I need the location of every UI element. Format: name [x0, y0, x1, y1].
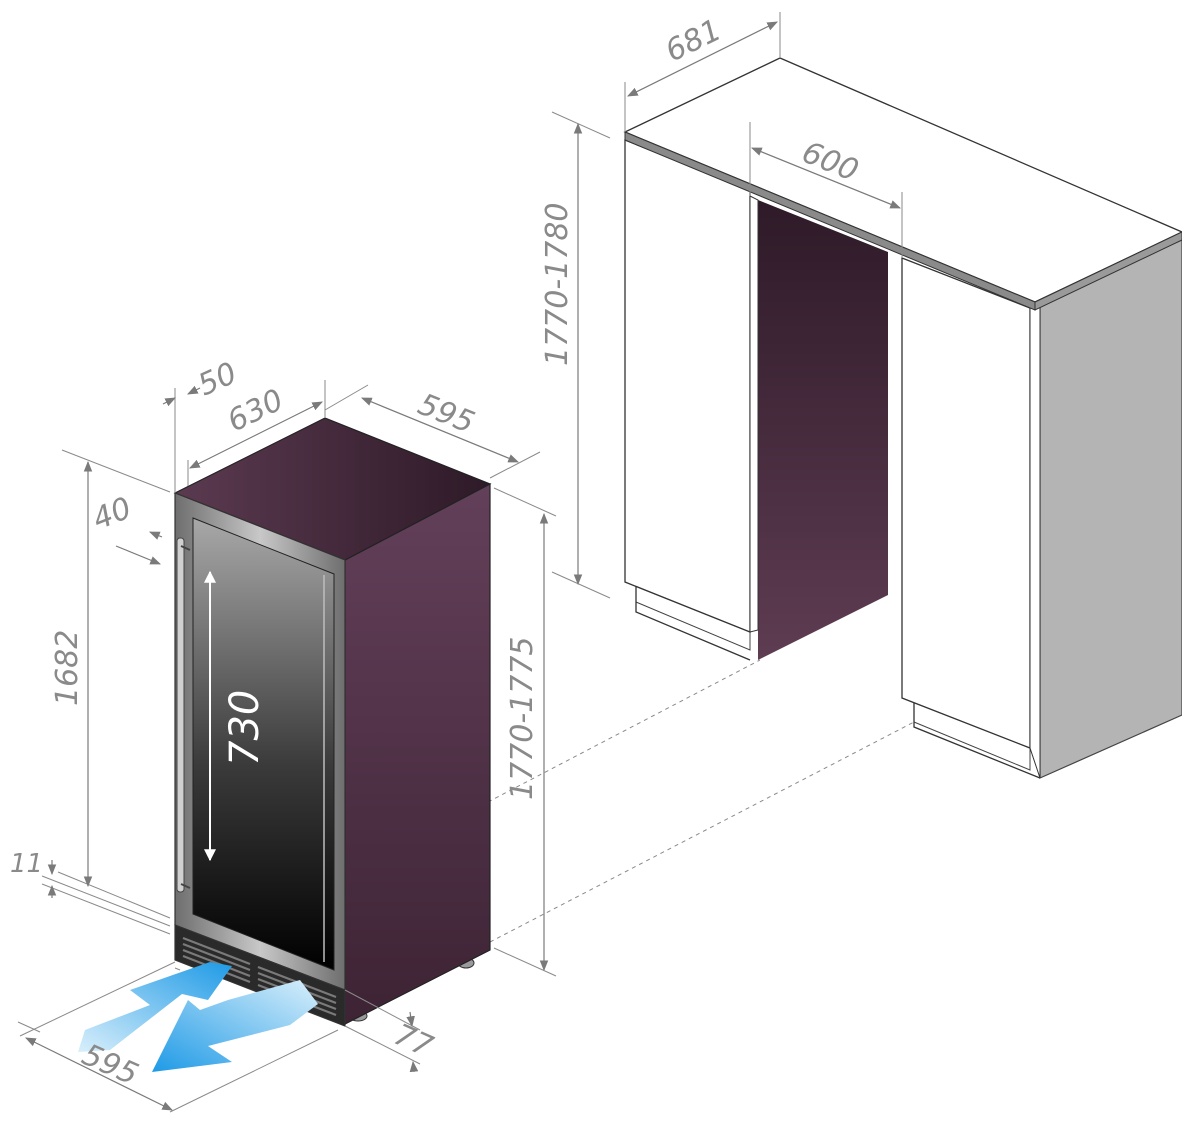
door-handle-mount [180, 883, 191, 889]
countertop-side-edge [1034, 231, 1182, 311]
cabinet-right-side-strip [1029, 303, 1041, 779]
label-77: 77 [389, 1017, 438, 1065]
cabinet-right-body [901, 257, 1031, 749]
dim-unit-height-total: 1770-1775 [493, 487, 557, 977]
dim-foot-height: 11 [10, 849, 171, 935]
cabinet-side-panel [1039, 239, 1182, 779]
niche-back-wall [758, 200, 888, 660]
label-1770-1780: 1770-1780 [540, 202, 575, 366]
airflow-intake-arrow [78, 962, 232, 1052]
label-50: 50 [193, 356, 242, 404]
door-handle [176, 537, 185, 893]
cabinet-left-side-strip [749, 195, 759, 633]
label-11: 11 [10, 849, 43, 879]
label-40: 40 [88, 491, 137, 538]
airflow-exhaust-arrow [152, 980, 318, 1072]
label-681: 681 [660, 13, 727, 70]
dim-unit-height-body: 1682 [50, 449, 171, 919]
door-handle-mount [180, 545, 191, 551]
floor-guide-line [487, 659, 761, 803]
label-595-bottom: 595 [77, 1037, 144, 1092]
dim-door-opening: 730 [204, 570, 268, 862]
dim-handle-gap: 40 [88, 491, 163, 565]
label-595-top: 595 [413, 387, 479, 441]
dim-niche-height: 1770-1780 [540, 111, 611, 599]
door-glass [192, 517, 335, 971]
label-1682: 1682 [50, 630, 85, 706]
cabinet-left-body [624, 139, 751, 633]
floor-guide-line [489, 721, 915, 943]
kitchen-cabinet [623, 57, 1182, 779]
label-730: 730 [222, 690, 268, 766]
cooler-side-panel [344, 483, 491, 1025]
label-1770-1775: 1770-1775 [505, 636, 540, 800]
